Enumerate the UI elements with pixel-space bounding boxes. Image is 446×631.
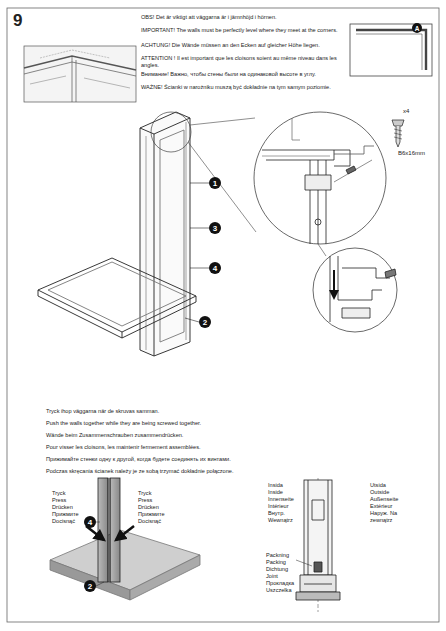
callout-text: 4	[88, 518, 92, 527]
callout-number: 4	[209, 262, 221, 274]
instruction-text: Tryck ihop väggarna när de skruvas samma…	[46, 408, 366, 415]
callout-text: 2	[203, 318, 207, 327]
instruction-text: Wände beim Zusammenschrauben zusammendrü…	[46, 432, 366, 439]
page-border	[7, 8, 439, 622]
callout-number: A	[412, 23, 422, 33]
corner-picture	[24, 46, 136, 102]
instruction-text: Tryck Press Drücken Прижмите Docisnąć	[52, 490, 80, 525]
instruction-text: Push the walls together while they are b…	[46, 420, 366, 427]
screw	[392, 120, 404, 147]
part-label: B6x16mm	[398, 150, 438, 158]
callout-text: 2	[88, 582, 92, 591]
instruction-text: Insida Inside Innenseite Intérieur Внутр…	[268, 482, 298, 524]
callout-number: 3	[209, 222, 221, 234]
instruction-text: WAŻNE! Ścianki w narożniku muszą być dok…	[141, 84, 341, 91]
instruction-text: Packning Packing Dichtung Joint Прокладк…	[266, 552, 296, 594]
profile-section	[296, 478, 340, 612]
callout-number: 2	[199, 316, 211, 328]
press-picture	[50, 478, 200, 600]
step-number: 9	[13, 12, 33, 29]
instruction-text: ATTENTION ! Il est important que les clo…	[141, 55, 341, 69]
part-label: x4	[403, 108, 423, 116]
callout-number: 1	[209, 177, 221, 189]
instruction-text: ACHTUNG! Die Wände müssen an den Ecken a…	[141, 42, 341, 49]
callout-number: 2	[84, 580, 96, 592]
callout-text: 4	[213, 264, 217, 273]
callout-text: 1	[213, 179, 217, 188]
instruction-text: Tryck Press Drücken Прижмите Docisnąć	[138, 490, 166, 525]
lower-detail	[313, 248, 397, 332]
corner-detail	[254, 112, 386, 244]
leader-lines	[185, 183, 209, 322]
instruction-text: Внимание! Важно, чтобы стены были на оди…	[141, 71, 341, 78]
instruction-text: Прижимайте стенки одну к другой, когда б…	[46, 456, 366, 463]
instruction-text: IMPORTANT! The walls must be perfectly l…	[141, 27, 341, 34]
callout-number: 4	[84, 516, 96, 528]
instruction-text: Pour visser les cloisons, les maintenir …	[46, 444, 366, 451]
base-frame	[38, 258, 196, 338]
position-inset	[350, 24, 432, 76]
instruction-text: Utsida Outside Außenseite Extérieur Нару…	[370, 482, 402, 524]
zoom-circle	[151, 112, 191, 152]
instruction-text: Podczas skręcania ścianek należy je ze s…	[46, 468, 366, 475]
callout-text: A	[415, 25, 420, 32]
instruction-text: OBS! Det är viktigt att väggarna är i jä…	[141, 14, 341, 21]
callout-text: 3	[213, 224, 217, 233]
